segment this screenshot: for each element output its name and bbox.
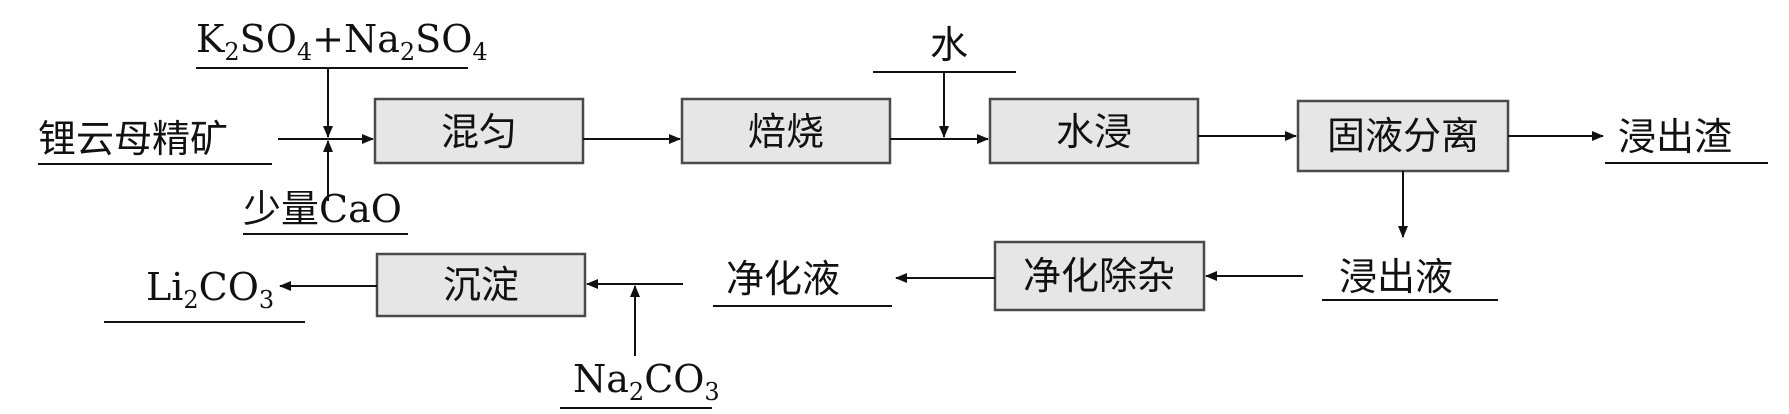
step-separate-box [1296, 99, 1510, 173]
output-purified: 净化液 [726, 257, 840, 301]
input-k2so4-na2so4: K2SO4+Na2SO4 [196, 17, 488, 66]
step-roast-box [680, 97, 892, 165]
step-precipitate-label: 沉淀 [443, 263, 519, 307]
output-leachate: 浸出液 [1339, 255, 1453, 299]
step-roast-label: 焙烧 [748, 110, 824, 154]
step-mix-box [373, 97, 585, 165]
input-na2co3: Na2CO3 [573, 357, 720, 406]
step-separate-label: 固液分离 [1327, 114, 1479, 158]
step-mix-label: 混匀 [441, 110, 517, 154]
step-purify-box [993, 240, 1206, 312]
output-li2co3: Li2CO3 [146, 265, 274, 314]
step-leach-box [988, 97, 1200, 165]
input-ore: 锂云母精矿 [38, 117, 228, 161]
input-water: 水 [930, 23, 968, 67]
step-purify-label: 净化除杂 [1023, 254, 1175, 298]
step-leach-label: 水浸 [1056, 110, 1132, 154]
output-residue: 浸出渣 [1618, 115, 1732, 159]
input-cao: 少量CaO [243, 187, 402, 231]
